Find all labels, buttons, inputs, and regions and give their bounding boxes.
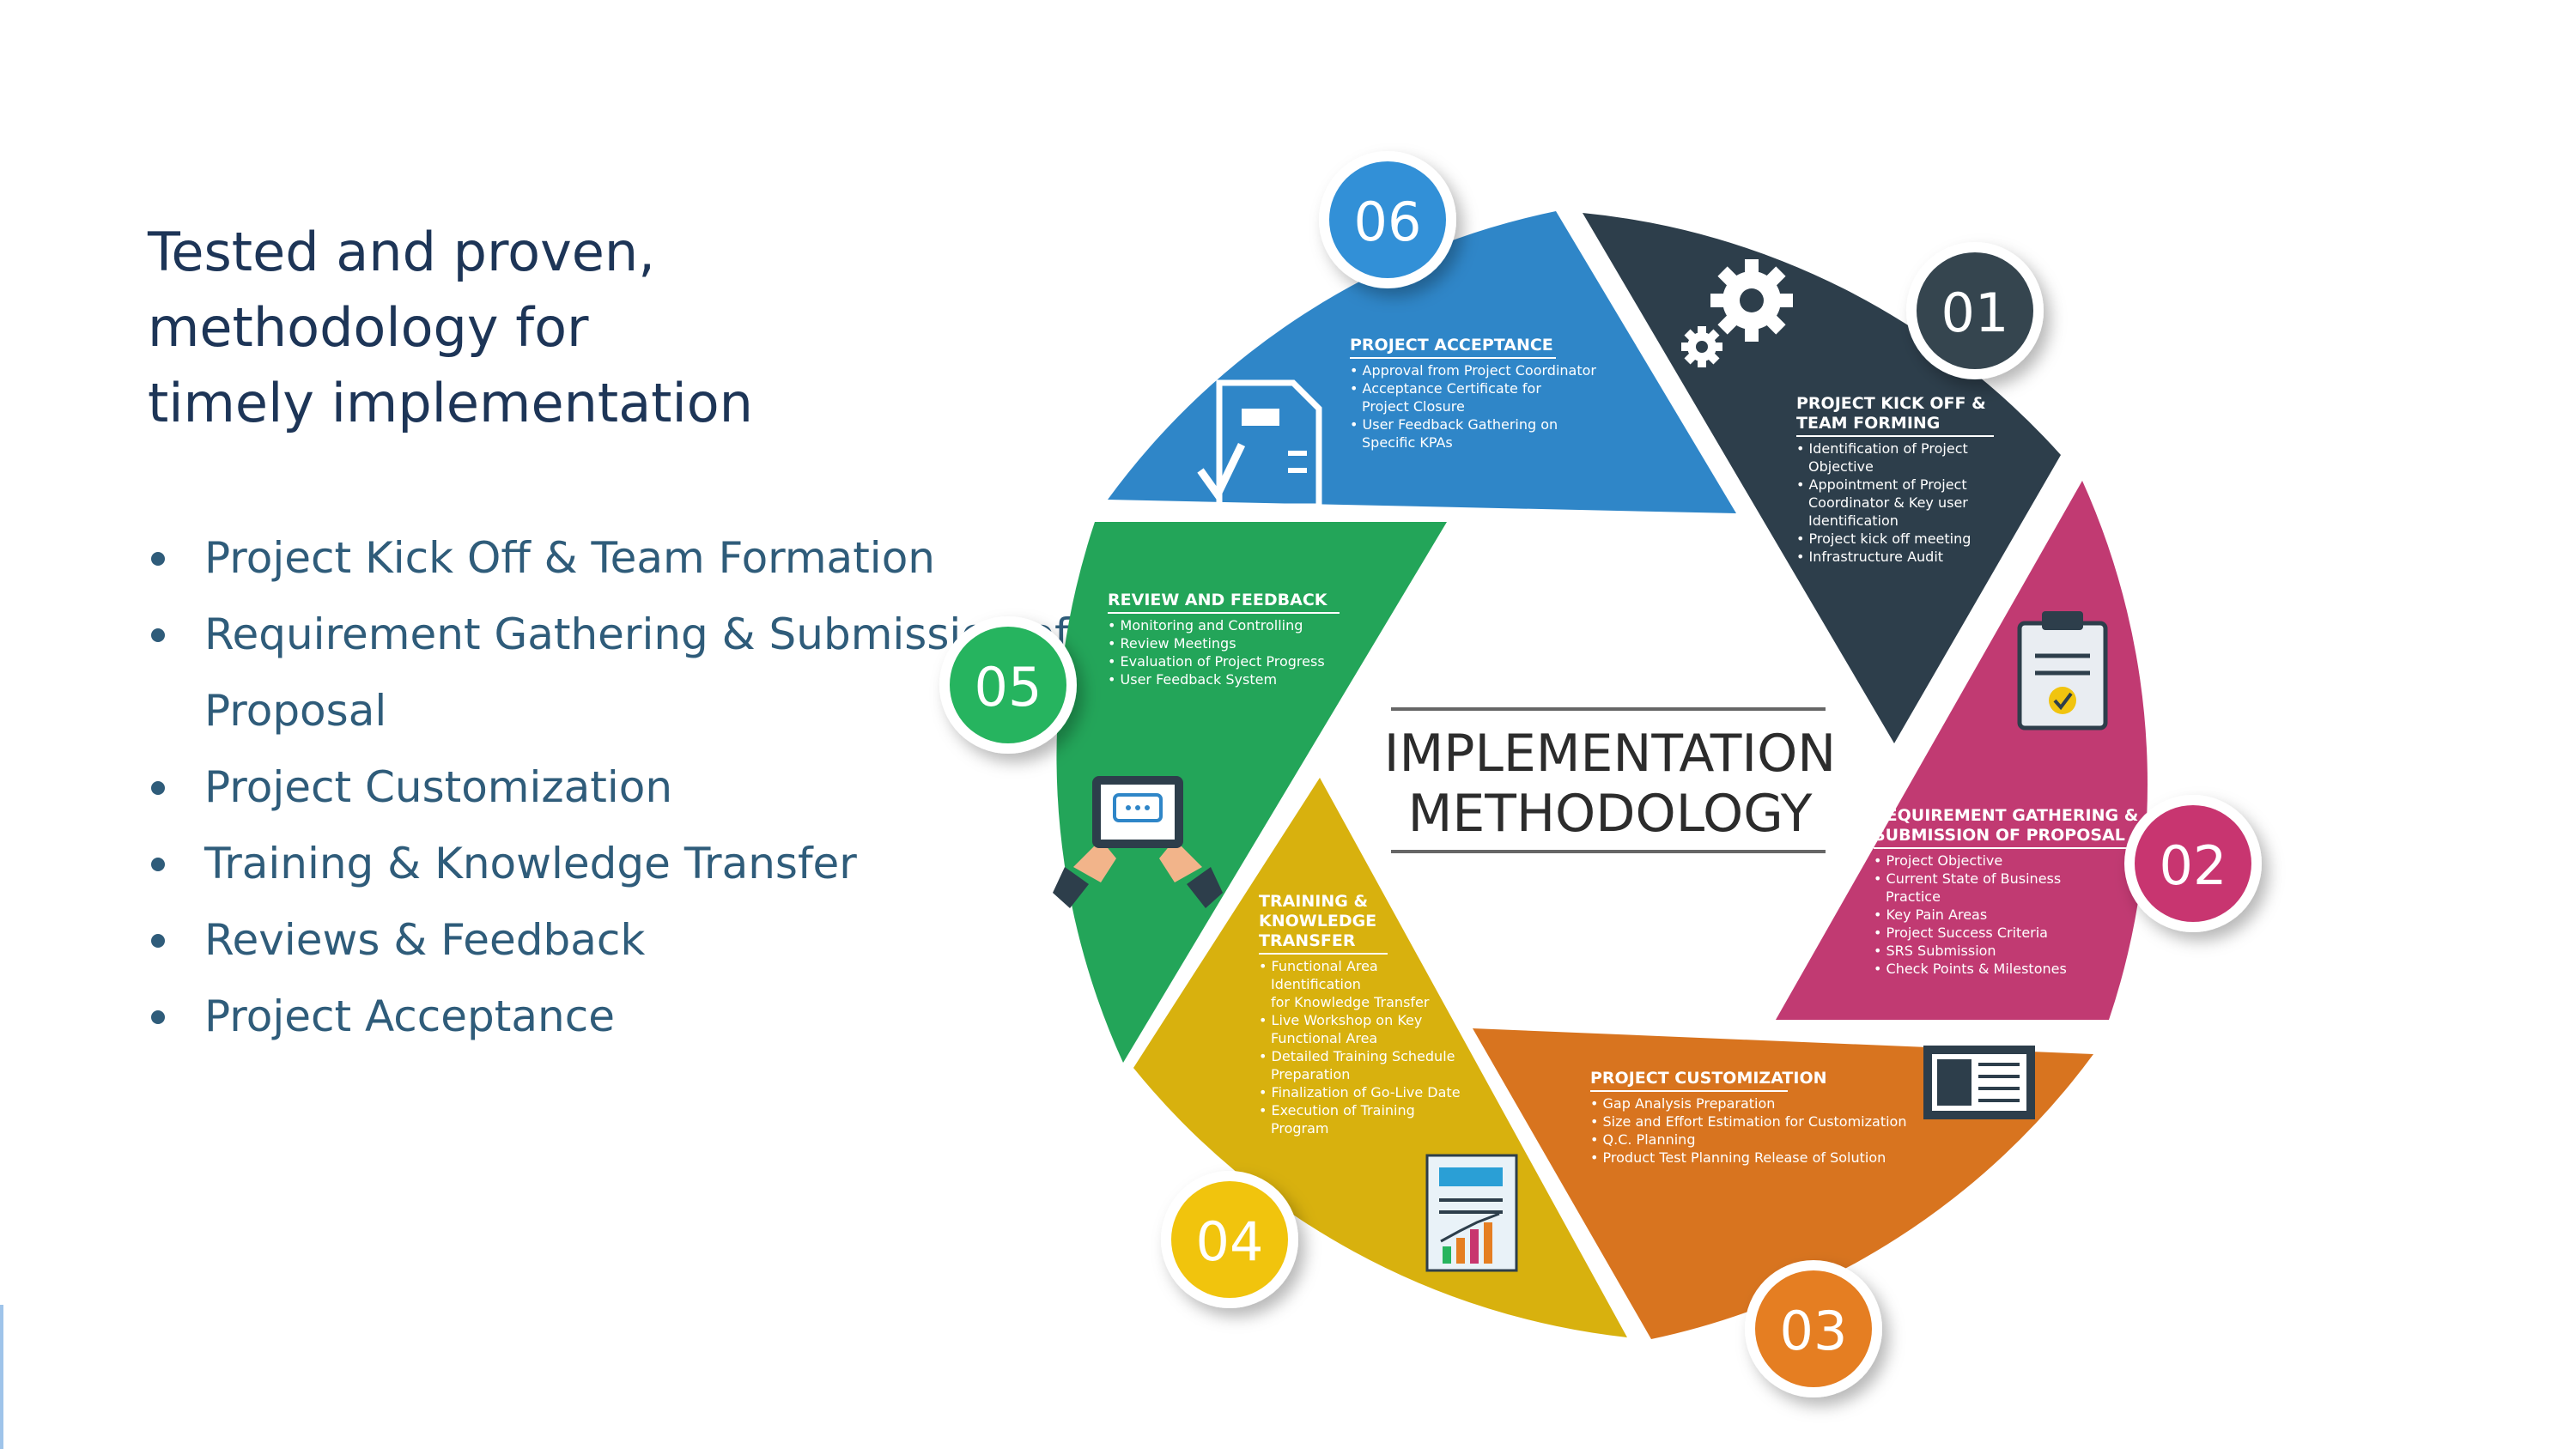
headline-line-3: timely implementation — [148, 372, 753, 434]
step-title-line: TRANSFER — [1259, 931, 1356, 950]
step-badge-01 — [1906, 242, 2044, 379]
headline-line-1: Tested and proven, — [148, 221, 655, 283]
bullet-item: Project Customization — [148, 749, 1089, 826]
step-title-line: PROJECT KICK OFF & — [1796, 394, 1986, 413]
bullet-item: Training & Knowledge Transfer — [148, 826, 1089, 902]
step-detail-line: • Q.C. Planning — [1590, 1131, 1695, 1148]
step-detail-line: • Gap Analysis Preparation — [1590, 1095, 1775, 1112]
bullet-item: Requirement Gathering & Submission of Pr… — [148, 597, 1089, 749]
headline: Tested and proven, methodology for timel… — [148, 215, 753, 441]
bullet-item: Project Acceptance — [148, 979, 1089, 1055]
step-detail-line: • User Feedback Gathering on — [1350, 416, 1558, 433]
step-title-line: SUBMISSION OF PROPOSAL — [1874, 826, 2125, 845]
step-detail-line: • Execution of Training — [1259, 1102, 1415, 1119]
document-check-icon — [1197, 379, 1322, 510]
step-detail-line: Preparation — [1271, 1066, 1350, 1082]
segment-review — [1056, 522, 1447, 1063]
step-detail-line: for Knowledge Transfer — [1271, 994, 1430, 1010]
step-detail-line: Identification — [1808, 512, 1899, 529]
step-detail-line: • Live Workshop on Key — [1259, 1012, 1422, 1028]
step-detail-line: • Evaluation of Project Progress — [1108, 653, 1325, 670]
step-detail-line: Coordinator & Key user — [1808, 494, 1968, 511]
step-detail-line: • Identification of Project — [1796, 440, 1968, 457]
step-title-line: KNOWLEDGE — [1259, 912, 1376, 931]
step-number-01: 01 — [1941, 282, 2009, 344]
step-detail-line: • Review Meetings — [1108, 635, 1236, 652]
step-badge-03 — [1745, 1260, 1882, 1397]
step-detail-line: • User Feedback System — [1108, 671, 1277, 688]
step-detail-line: • Project Success Criteria — [1874, 925, 2048, 941]
segment-acceptance — [1108, 211, 1736, 513]
step-detail-line: • Project Objective — [1874, 852, 2002, 869]
step-title-line: TRAINING & — [1259, 892, 1368, 911]
step-number-02: 02 — [2160, 834, 2227, 897]
step-detail-line: • Current State of Business — [1874, 870, 2061, 887]
step-detail-line: Program — [1271, 1120, 1329, 1137]
report-chart-icon — [1425, 1154, 1518, 1272]
step-detail-line: • Check Points & Milestones — [1874, 961, 2067, 977]
step-detail-line: • Detailed Training Schedule — [1259, 1048, 1455, 1064]
bullet-item: Reviews & Feedback — [148, 902, 1089, 979]
step-number-04: 04 — [1196, 1210, 1264, 1273]
step-detail-line: Objective — [1808, 458, 1874, 475]
step-title-line: REVIEW AND FEEDBACK — [1108, 591, 1328, 609]
step-title-line: TEAM FORMING — [1796, 414, 1940, 433]
methodology-bullet-list: Project Kick Off & Team Formation Requir… — [148, 520, 1089, 1055]
step-detail-line: • Appointment of Project — [1796, 476, 1967, 493]
step-badge-05 — [939, 616, 1077, 754]
left-edge-line — [0, 1305, 3, 1449]
step-number-03: 03 — [1780, 1300, 1848, 1362]
step-detail-line: • Size and Effort Estimation for Customi… — [1590, 1113, 1906, 1130]
step-text-02: REQUIREMENT GATHERING &SUBMISSION OF PRO… — [1874, 806, 2138, 977]
clipboard-check-icon — [2017, 611, 2108, 731]
tablet-chat-icon — [1053, 776, 1223, 908]
step-detail-line: • Key Pain Areas — [1874, 906, 1987, 923]
step-number-06: 06 — [1354, 191, 1422, 253]
step-title-line: PROJECT ACCEPTANCE — [1350, 336, 1553, 355]
step-detail-line: • Acceptance Certificate for — [1350, 380, 1541, 397]
step-detail-line: Specific KPAs — [1362, 434, 1453, 451]
step-detail-line: • Approval from Project Coordinator — [1350, 362, 1596, 379]
step-badge-02 — [2124, 795, 2262, 932]
center-title-line-1: IMPLEMENTATION — [1384, 724, 1836, 784]
monitor-document-icon — [1923, 1046, 2035, 1119]
step-detail-line: Practice — [1886, 888, 1941, 905]
step-number-05: 05 — [975, 656, 1042, 718]
step-detail-line: Identification — [1271, 976, 1361, 992]
bullet-item: Project Kick Off & Team Formation — [148, 520, 1089, 597]
step-detail-line: • Project kick off meeting — [1796, 530, 1971, 547]
step-detail-line: • Finalization of Go-Live Date — [1259, 1084, 1461, 1100]
step-text-06: PROJECT ACCEPTANCE • Approval from Projec… — [1350, 336, 1596, 451]
step-detail-line: • Infrastructure Audit — [1796, 549, 1943, 565]
step-detail-line: • Monitoring and Controlling — [1108, 617, 1303, 634]
step-detail-line: Functional Area — [1271, 1030, 1377, 1046]
step-detail-line: Project Closure — [1362, 398, 1465, 415]
step-badge-06 — [1319, 151, 1456, 288]
step-text-03: PROJECT CUSTOMIZATION • Gap Analysis Prep… — [1590, 1069, 1906, 1166]
step-badge-04 — [1161, 1171, 1298, 1308]
step-text-01: PROJECT KICK OFF &TEAM FORMING • Identifi… — [1796, 394, 1994, 565]
step-detail-line: • Product Test Planning Release of Solut… — [1590, 1149, 1886, 1166]
step-title-line: REQUIREMENT GATHERING & — [1874, 806, 2138, 825]
step-detail-line: • SRS Submission — [1874, 943, 1996, 959]
center-title-line-2: METHODOLOGY — [1408, 784, 1813, 844]
step-text-05: REVIEW AND FEEDBACK • Monitoring and Cont… — [1108, 591, 1340, 688]
step-title-line: PROJECT CUSTOMIZATION — [1590, 1069, 1827, 1088]
headline-line-2: methodology for — [148, 296, 589, 359]
gears-icon — [1681, 259, 1793, 367]
step-detail-line: • Functional Area — [1259, 958, 1378, 974]
